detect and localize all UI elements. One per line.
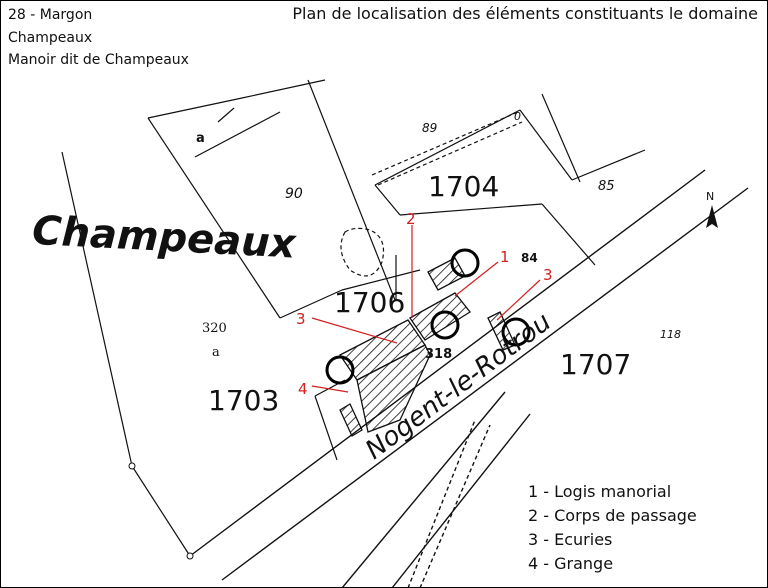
boundary-line xyxy=(147,97,243,119)
pond-outline xyxy=(340,227,385,277)
site-name: Manoir dit de Champeaux xyxy=(8,52,189,68)
parcel-letter-a-north: a xyxy=(196,131,205,146)
boundary-line xyxy=(374,109,521,186)
parcel-85: 85 xyxy=(598,179,615,194)
leader-4 xyxy=(311,385,349,393)
parcel-89: 89 xyxy=(422,121,437,135)
parcel-118: 118 xyxy=(660,328,681,341)
parcel-1704: 1704 xyxy=(428,170,499,203)
parcel-84: 84 xyxy=(521,251,538,265)
parcel-318: 318 xyxy=(425,347,452,362)
boundary-line xyxy=(194,111,281,158)
boundary-line xyxy=(307,79,396,301)
leader-3a xyxy=(311,317,398,344)
boundary-line xyxy=(519,109,573,181)
building-corps-passage xyxy=(409,292,471,341)
boundary-line xyxy=(217,107,235,123)
legend-item: 2 - Corps de passage xyxy=(528,506,697,525)
boundary-line xyxy=(571,149,646,181)
parcel-numbers: 1704 1706 1703 1707 318 90 85 84 89 0 11… xyxy=(196,110,681,417)
map-title: Plan de localisation des éléments consti… xyxy=(292,4,758,23)
boundary-line xyxy=(147,117,281,319)
boundary-line xyxy=(399,203,543,216)
road-branch-dashed xyxy=(407,419,476,588)
location-circles xyxy=(325,248,531,385)
callout-1: 1 xyxy=(500,248,510,266)
circle-ecuries xyxy=(501,317,531,347)
boundary-line xyxy=(541,203,596,266)
commune-name: Champeaux xyxy=(8,30,93,46)
boundary-line xyxy=(241,79,326,99)
road-nogent xyxy=(189,169,749,588)
road-branch xyxy=(391,413,531,588)
road-branch-dashed xyxy=(419,424,491,588)
north-label: N xyxy=(706,190,714,203)
survey-point xyxy=(186,552,194,560)
boundary-line xyxy=(279,289,343,319)
parcel-letter-a-south: a xyxy=(212,345,220,360)
leader-3b xyxy=(496,279,541,321)
boundary-line xyxy=(61,151,133,467)
north-arrow-icon xyxy=(706,205,718,228)
survey-point xyxy=(128,462,136,470)
boundary-line xyxy=(341,269,421,291)
buildings xyxy=(339,257,516,437)
circle-logis xyxy=(450,248,480,278)
reference-number: 28 - Margon xyxy=(8,7,93,23)
callout-leaders xyxy=(311,225,541,393)
boundary-line xyxy=(131,465,191,557)
survey-points xyxy=(128,462,194,560)
building-grange xyxy=(356,344,431,433)
road-branch xyxy=(341,391,506,588)
place-name-label: Champeaux xyxy=(31,208,298,268)
callout-4: 4 xyxy=(298,380,308,398)
parcel-1706: 1706 xyxy=(334,286,405,319)
callout-3b: 3 xyxy=(543,266,553,284)
boundary-line xyxy=(314,395,338,461)
boundary-line xyxy=(541,93,581,183)
legend-item: 3 - Ecuries xyxy=(528,530,613,549)
circle-grange xyxy=(325,355,355,385)
building-annex xyxy=(339,403,363,437)
legend-item: 1 - Logis manorial xyxy=(528,482,672,501)
leader-1 xyxy=(454,261,499,297)
dashed-line xyxy=(371,111,519,176)
parcel-1707: 1707 xyxy=(560,348,631,381)
dashed-path xyxy=(340,111,523,277)
callout-3a: 3 xyxy=(296,310,306,328)
parcel-1703: 1703 xyxy=(208,384,279,417)
road-edge-south xyxy=(221,187,749,581)
legend: 1 - Logis manorial 2 - Corps de passage … xyxy=(528,480,697,576)
road-edge-north xyxy=(189,169,706,557)
parcel-320: 320 xyxy=(202,321,227,336)
circle-passage xyxy=(430,310,460,340)
legend-item: 4 - Grange xyxy=(528,554,614,573)
boundary-line xyxy=(374,184,401,216)
callout-numbers: 1 2 3 3 4 xyxy=(296,210,553,398)
parcel-0: 0 xyxy=(514,110,521,123)
callout-2: 2 xyxy=(406,210,416,228)
dashed-line xyxy=(377,121,523,186)
parcel-90: 90 xyxy=(285,186,303,202)
north-arrow: N xyxy=(706,190,718,228)
parcel-boundaries xyxy=(61,79,646,557)
